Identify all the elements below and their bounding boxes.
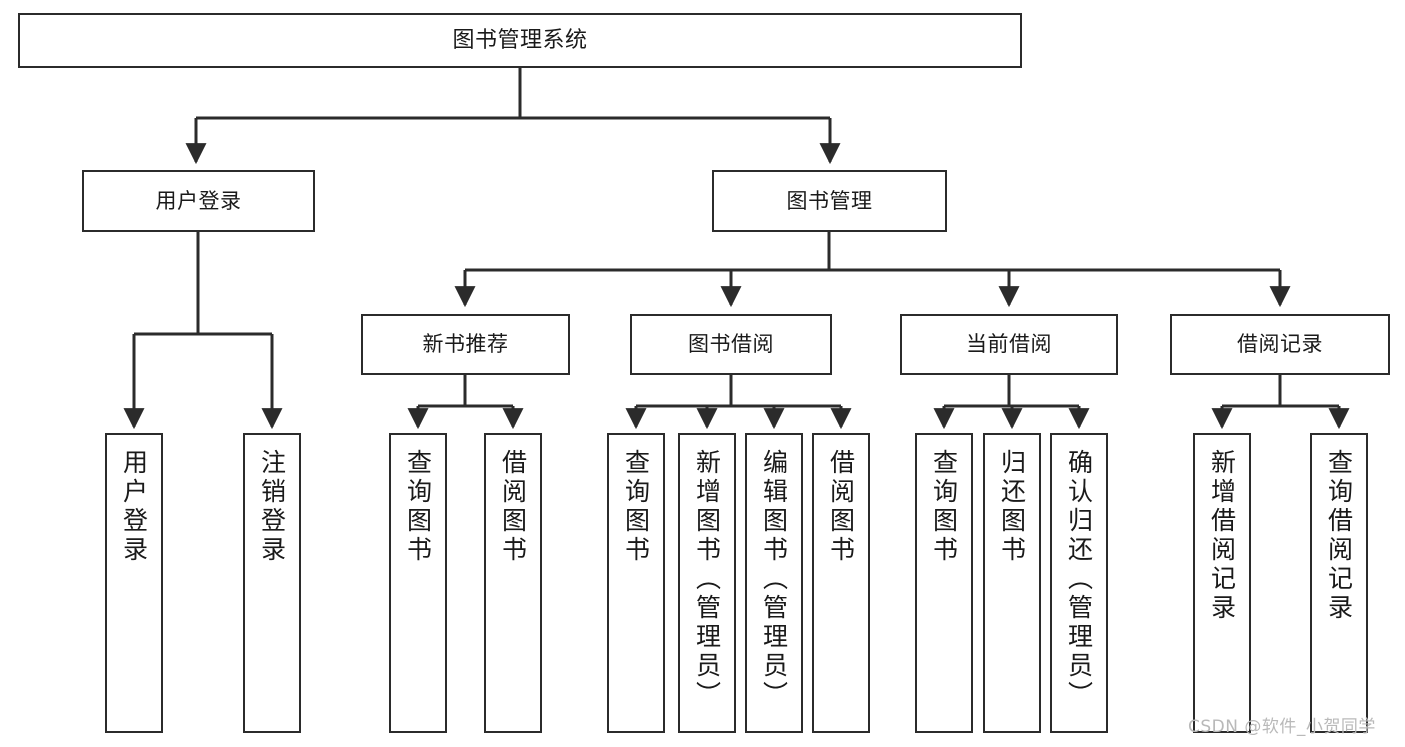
node-label: 借阅图书 bbox=[498, 449, 528, 565]
node-leaf-borrow-book-1[interactable]: 借阅图书 bbox=[484, 433, 542, 733]
node-label: 注销登录 bbox=[257, 449, 287, 565]
node-label: 当前借阅 bbox=[966, 332, 1052, 357]
node-new-book-recommend[interactable]: 新书推荐 bbox=[361, 314, 570, 375]
node-root-book-management-system[interactable]: 图书管理系统 bbox=[18, 13, 1022, 68]
node-current-borrow[interactable]: 当前借阅 bbox=[900, 314, 1118, 375]
node-label: 新增借阅记录 bbox=[1207, 449, 1237, 623]
node-label: 用户登录 bbox=[119, 449, 149, 565]
node-leaf-user-logout[interactable]: 注销登录 bbox=[243, 433, 301, 733]
node-label: 新增图书（管理员） bbox=[692, 449, 722, 710]
node-label: 借阅记录 bbox=[1237, 332, 1323, 357]
node-label: 查询图书 bbox=[929, 449, 959, 565]
node-label: 编辑图书（管理员） bbox=[759, 449, 789, 710]
node-book-management[interactable]: 图书管理 bbox=[712, 170, 947, 232]
node-label: 图书管理系统 bbox=[452, 27, 588, 53]
node-leaf-borrow-book-2[interactable]: 借阅图书 bbox=[812, 433, 870, 733]
node-label: 查询借阅记录 bbox=[1324, 449, 1354, 623]
node-label: 查询图书 bbox=[621, 449, 651, 565]
node-label: 图书借阅 bbox=[688, 332, 774, 357]
node-label: 确认归还（管理员） bbox=[1064, 449, 1094, 710]
node-label: 归还图书 bbox=[997, 449, 1027, 565]
node-leaf-user-login[interactable]: 用户登录 bbox=[105, 433, 163, 733]
node-label: 图书管理 bbox=[786, 188, 873, 213]
node-label: 新书推荐 bbox=[422, 332, 509, 357]
node-leaf-return-book[interactable]: 归还图书 bbox=[983, 433, 1041, 733]
node-borrow-record[interactable]: 借阅记录 bbox=[1170, 314, 1390, 375]
node-label: 用户登录 bbox=[155, 188, 242, 213]
node-leaf-query-book-3[interactable]: 查询图书 bbox=[915, 433, 973, 733]
node-leaf-confirm-return[interactable]: 确认归还（管理员） bbox=[1050, 433, 1108, 733]
node-leaf-query-record[interactable]: 查询借阅记录 bbox=[1310, 433, 1368, 733]
node-user-login[interactable]: 用户登录 bbox=[82, 170, 315, 232]
node-leaf-edit-book[interactable]: 编辑图书（管理员） bbox=[745, 433, 803, 733]
node-label: 借阅图书 bbox=[826, 449, 856, 565]
node-leaf-add-record[interactable]: 新增借阅记录 bbox=[1193, 433, 1251, 733]
csdn-watermark: CSDN @软件_小贺同学 bbox=[1188, 717, 1376, 737]
node-leaf-add-book[interactable]: 新增图书（管理员） bbox=[678, 433, 736, 733]
node-leaf-query-book-2[interactable]: 查询图书 bbox=[607, 433, 665, 733]
node-label: 查询图书 bbox=[403, 449, 433, 565]
node-book-borrow[interactable]: 图书借阅 bbox=[630, 314, 832, 375]
node-leaf-query-book-1[interactable]: 查询图书 bbox=[389, 433, 447, 733]
